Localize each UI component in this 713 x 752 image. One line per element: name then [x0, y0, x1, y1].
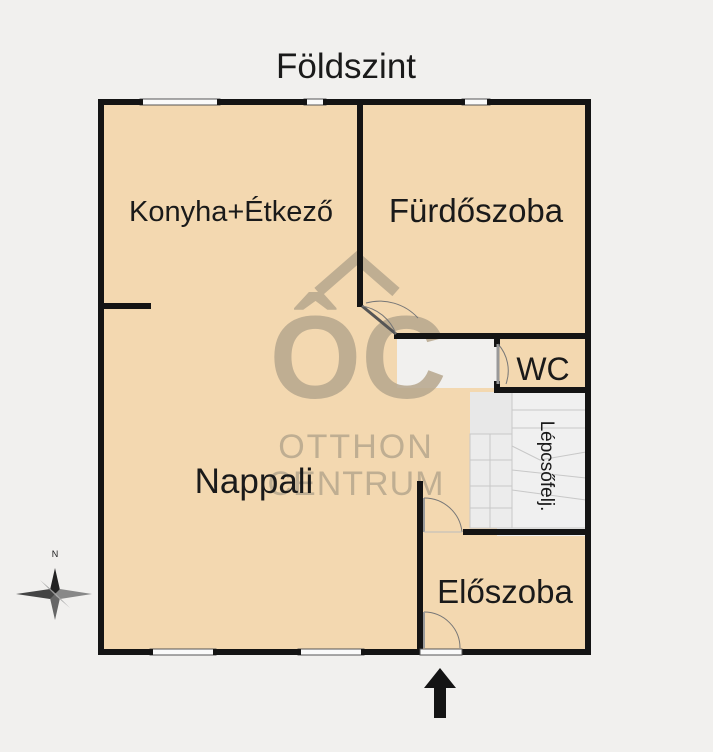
room-label-wc: WC	[516, 351, 569, 387]
window-top-2	[303, 98, 327, 106]
watermark-logo: ÔC	[270, 291, 447, 424]
watermark-line2: CENTRUM	[268, 465, 445, 503]
window-bottom-2	[297, 648, 365, 656]
compass-label: N	[52, 549, 59, 559]
watermark: ÔC OTTHON CENTRUM	[268, 250, 447, 503]
floor-main	[101, 102, 588, 652]
floor-areas	[101, 102, 588, 652]
door-hall	[423, 497, 463, 533]
doors	[361, 300, 509, 656]
floor-wc	[497, 334, 588, 388]
room-label-bathroom: Fürdőszoba	[389, 192, 564, 229]
entrance-arrow-icon	[424, 668, 456, 718]
floor-hall	[418, 536, 588, 652]
door-wc	[496, 343, 509, 385]
room-label-stairs: Lépcsőfelj.	[536, 421, 557, 512]
room-label-living: Nappali	[195, 462, 314, 501]
room-label-kitchen: Konyha+Étkező	[129, 195, 333, 228]
door-bathroom	[361, 300, 419, 336]
watermark-line1: OTTHON	[278, 428, 434, 466]
plan-title: Földszint	[276, 47, 416, 86]
door-entrance	[419, 611, 463, 656]
compass-icon	[16, 568, 92, 620]
walls	[98, 99, 591, 655]
staircase	[469, 391, 587, 529]
window-top-3	[461, 98, 491, 106]
window-top-1	[139, 98, 221, 106]
room-label-hall: Előszoba	[437, 573, 573, 610]
window-bottom-1	[149, 648, 217, 656]
